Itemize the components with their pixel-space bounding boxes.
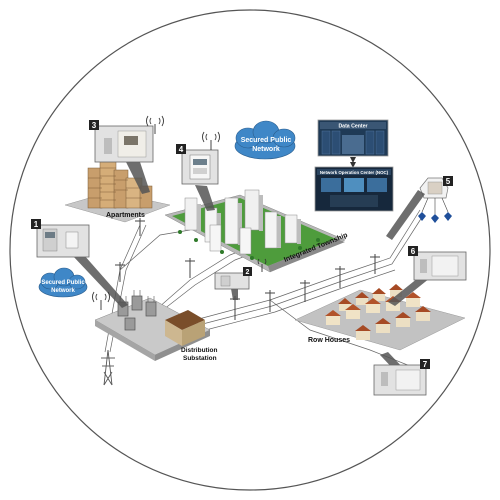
electric-meter-icon (104, 130, 147, 158)
callout-6-number: 6 (411, 247, 416, 256)
township-towers (184, 189, 301, 255)
wifi-signal-icon (92, 291, 110, 310)
wifi-signal-icon (146, 115, 164, 134)
electric-meter-icon (189, 154, 211, 180)
monitor-icon (321, 178, 387, 207)
row-houses-area: Row Houses (294, 284, 466, 351)
electric-meter-icon (420, 255, 459, 277)
callout-4-number: 4 (179, 145, 184, 154)
cloud-top-line2: Network (252, 146, 280, 153)
data-center-label: Data Center (338, 124, 367, 130)
cloud-left: Secured Public Network (38, 267, 88, 298)
callout-1[interactable]: 1 (31, 219, 90, 258)
noc-label: Network Operation Center (NOC) (320, 170, 389, 175)
distribution-substation-area: Distribution Substation (94, 290, 217, 362)
cloud-left-line1: Secured Public (41, 280, 85, 286)
utility-poles (115, 218, 380, 320)
substation-label-line2: Substation (183, 355, 217, 362)
electric-meter-icon (220, 275, 231, 287)
callout-7-number: 7 (423, 360, 428, 369)
wifi-signal-icon (202, 131, 220, 150)
power-lines (104, 209, 425, 371)
wifi-signal-icon (257, 258, 267, 272)
callout-6[interactable]: 6 (408, 246, 467, 281)
house-row-front (355, 306, 431, 340)
substation-label-line1: Distribution (181, 347, 217, 354)
data-center-panel: Data Center (317, 119, 389, 157)
callout-2[interactable]: 2 (214, 267, 252, 290)
callout-7[interactable]: 7 (373, 359, 430, 396)
server-rack-icon (321, 130, 385, 155)
noc-panel: Network Operation Center (NOC) (314, 166, 394, 212)
transmission-tower-icon (101, 349, 115, 386)
house-row-back (338, 284, 403, 311)
cloud-top-line1: Secured Public (241, 137, 292, 144)
callout-3[interactable]: 3 (89, 120, 154, 163)
electric-meter-icon (381, 369, 421, 391)
callout-5-number: 5 (446, 177, 451, 186)
callout-4[interactable]: 4 (176, 144, 219, 185)
cloud-left-line2: Network (51, 288, 75, 294)
sensor-node-icon (418, 177, 452, 223)
row-houses-label: Row Houses (308, 337, 350, 344)
callout-3-number: 3 (92, 121, 97, 130)
apartments-area: Apartments (64, 159, 171, 223)
cloud-top: Secured Public Network (234, 120, 296, 160)
callout-leaders (72, 160, 430, 373)
apartments-label: Apartments (106, 212, 145, 219)
callout-1-number: 1 (34, 220, 39, 229)
electric-meter-icon (42, 228, 79, 252)
callout-5[interactable]: 5 (443, 176, 453, 186)
callout-2-number: 2 (246, 269, 250, 276)
